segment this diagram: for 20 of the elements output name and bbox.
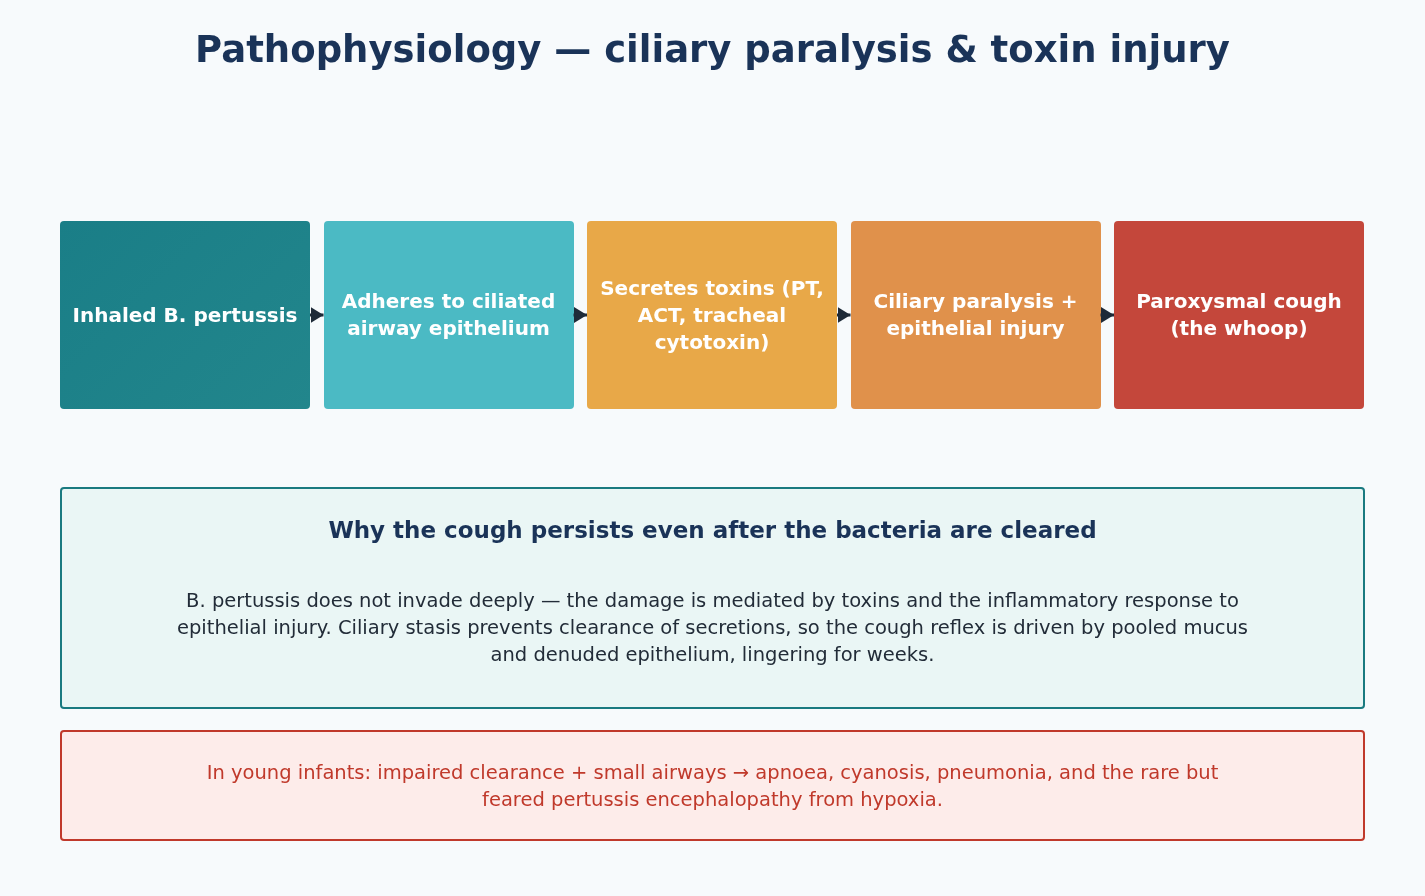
warning-text: In young infants: impaired clearance + small airways → apnoea, cyanosis, pneumonia, and the rare but feared pertussis encephalopathy from hypoxia.: [205, 759, 1220, 813]
arrow: [837, 307, 851, 323]
step-label: Secretes toxins (PT, ACT, tracheal cytotoxin): [599, 274, 825, 356]
process-box: [323, 221, 574, 409]
step-label: Paroxysmal cough (the whoop): [1135, 288, 1343, 342]
panel-heading: Why the cough persists even after the bacteria are cleared: [328, 517, 1097, 543]
process-box: [60, 221, 310, 409]
panel-body: B. pertussis does not invade deeply — the damage is mediated by toxins and the inflammatory response to epithelial injury. Ciliary stasis prevents clearance of secretions, so the cough reflex is driven by pooled mucus and denuded epithelium, lingering for weeks.: [175, 588, 1250, 668]
arrow: [1100, 307, 1114, 323]
step-label: Ciliary paralysis + epithelial injury: [872, 288, 1079, 342]
diagram-title: Pathophysiology — ciliary paralysis & toxin injury: [194, 28, 1231, 71]
step-label: Adheres to ciliated airway epithelium: [340, 288, 557, 342]
process-box: [850, 221, 1101, 409]
process-box: [587, 221, 837, 409]
process-box: [1114, 221, 1364, 409]
step-label: Inhaled B. pertussis: [72, 301, 298, 329]
arrow: [310, 307, 324, 323]
explanation-panel: [60, 487, 1365, 709]
arrow: [573, 307, 587, 323]
warning-panel: [60, 730, 1365, 841]
